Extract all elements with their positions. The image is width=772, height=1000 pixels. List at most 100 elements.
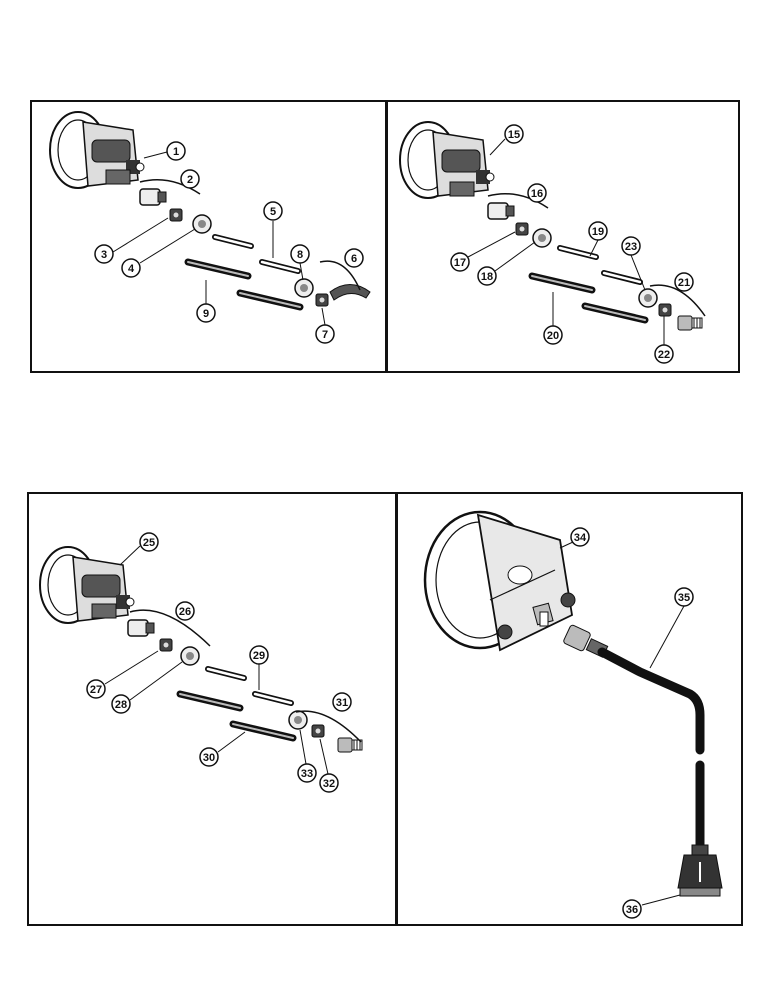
callout-4: 4 bbox=[121, 228, 196, 278]
callout-label: 19 bbox=[592, 226, 604, 238]
callout-30: 30 bbox=[199, 731, 246, 767]
gauge-illustration bbox=[399, 121, 495, 199]
tube-part bbox=[240, 293, 300, 307]
callout-25: 25 bbox=[119, 532, 159, 566]
bracket-line bbox=[129, 609, 211, 647]
gauge-illustration bbox=[39, 546, 135, 624]
tube-part bbox=[604, 273, 640, 282]
callout-label: 29 bbox=[253, 650, 265, 662]
sleeve-part bbox=[180, 646, 200, 666]
tube-part bbox=[180, 694, 240, 708]
callout-label: 31 bbox=[336, 697, 348, 709]
callout-label: 26 bbox=[179, 606, 191, 618]
callout-31: 31 bbox=[332, 692, 352, 712]
adapter-part bbox=[677, 315, 703, 331]
callout-label: 4 bbox=[128, 263, 135, 275]
elbow-part bbox=[329, 284, 371, 301]
callout-label: 8 bbox=[297, 249, 303, 261]
callout-label: 5 bbox=[270, 206, 276, 218]
gauge-port bbox=[91, 603, 117, 619]
callout-label: 28 bbox=[115, 699, 127, 711]
callout-28: 28 bbox=[111, 661, 183, 714]
callout-label: 25 bbox=[143, 537, 155, 549]
panel-top-right: 15 16 17 18 19 20 21 22 23 bbox=[399, 121, 706, 364]
callout-label: 22 bbox=[658, 349, 670, 361]
speedometer-cable-illustration bbox=[563, 624, 723, 897]
callout-19: 19 bbox=[588, 221, 608, 257]
callout-label: 23 bbox=[625, 241, 637, 253]
panel-frame-bottom-right bbox=[396, 492, 743, 926]
panel-top-left: 1 2 3 4 5 6 7 8 9 bbox=[49, 111, 371, 344]
tube-part bbox=[208, 669, 244, 678]
callout-label: 35 bbox=[678, 592, 690, 604]
sleeve-part bbox=[294, 278, 314, 298]
callout-36: 36 bbox=[622, 894, 681, 919]
callout-label: 15 bbox=[508, 129, 520, 141]
tube-part bbox=[233, 724, 293, 738]
callout-26: 26 bbox=[175, 601, 195, 621]
fitting-part bbox=[127, 619, 155, 637]
fitting-part bbox=[139, 188, 167, 206]
callout-2: 2 bbox=[180, 169, 200, 189]
tube-part bbox=[262, 262, 298, 271]
callout-8: 8 bbox=[290, 244, 310, 281]
callout-27: 27 bbox=[86, 650, 159, 699]
callout-3: 3 bbox=[94, 217, 169, 264]
bracket-line bbox=[487, 193, 549, 209]
bracket-line bbox=[319, 260, 361, 291]
callout-32: 32 bbox=[319, 738, 339, 793]
callout-34: 34 bbox=[559, 527, 590, 549]
callout-label: 6 bbox=[351, 253, 357, 265]
sleeve-part bbox=[638, 288, 658, 308]
gauge-large-illustration bbox=[423, 510, 576, 652]
tube-part bbox=[215, 237, 251, 246]
tube-part bbox=[188, 262, 248, 276]
nut-part bbox=[169, 208, 183, 222]
callout-15: 15 bbox=[489, 124, 524, 156]
callout-label: 9 bbox=[203, 308, 209, 320]
bracket-line bbox=[139, 179, 201, 195]
sleeve-part bbox=[192, 214, 212, 234]
callout-35: 35 bbox=[649, 587, 694, 669]
callout-label: 1 bbox=[173, 146, 179, 158]
callout-label: 33 bbox=[301, 768, 313, 780]
gauge-port bbox=[105, 169, 131, 185]
callout-7: 7 bbox=[315, 307, 335, 344]
callout-18: 18 bbox=[477, 241, 536, 286]
tube-part bbox=[585, 306, 645, 320]
callout-22: 22 bbox=[654, 316, 674, 364]
callout-23: 23 bbox=[621, 236, 646, 291]
gauge-port bbox=[449, 181, 475, 197]
callout-label: 32 bbox=[323, 778, 335, 790]
callout-29: 29 bbox=[249, 645, 269, 690]
panel-bottom-left: 25 26 27 28 29 30 31 32 33 bbox=[39, 532, 363, 793]
callout-label: 34 bbox=[574, 532, 587, 544]
callout-label: 16 bbox=[531, 188, 543, 200]
nut-part bbox=[159, 638, 173, 652]
callout-17: 17 bbox=[450, 231, 516, 272]
callout-label: 20 bbox=[547, 330, 559, 342]
fitting-part bbox=[487, 202, 515, 220]
tube-part bbox=[532, 276, 592, 290]
callout-label: 7 bbox=[322, 329, 328, 341]
nut-part bbox=[315, 293, 329, 307]
bracket-line bbox=[295, 710, 362, 743]
nut-part bbox=[515, 222, 529, 236]
nut-part bbox=[658, 303, 672, 317]
callout-label: 3 bbox=[101, 249, 107, 261]
panel-frame-top-right bbox=[386, 100, 740, 373]
callout-1: 1 bbox=[143, 141, 186, 161]
callout-label: 18 bbox=[481, 271, 493, 283]
callout-label: 30 bbox=[203, 752, 215, 764]
callout-21: 21 bbox=[674, 272, 694, 292]
bracket-line bbox=[649, 284, 706, 317]
callout-label: 2 bbox=[187, 174, 193, 186]
panel-bottom-right: 34 35 36 bbox=[423, 510, 723, 919]
nut-part bbox=[311, 724, 325, 738]
callout-label: 36 bbox=[626, 904, 638, 916]
callout-16: 16 bbox=[527, 183, 547, 203]
sleeve-part bbox=[288, 710, 308, 730]
tube-part bbox=[255, 694, 291, 703]
callout-5: 5 bbox=[263, 201, 283, 258]
